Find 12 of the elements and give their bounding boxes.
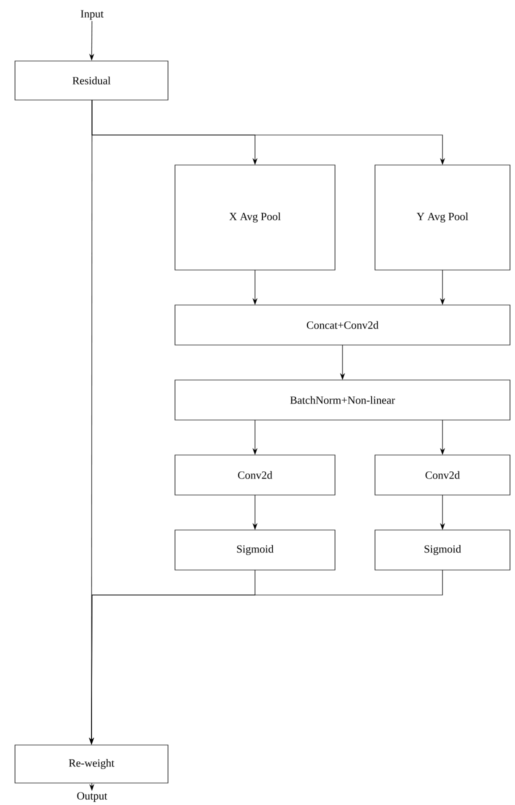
process-box: X Avg Pool [174,164,336,270]
process-box: Sigmoid [374,530,510,570]
process-box: Conv2d [374,454,510,496]
process-box: Concat+Conv2d [174,304,510,346]
process-box: Residual [14,60,168,100]
process-box: Re-weight [14,744,168,784]
process-box: Sigmoid [174,530,336,570]
text-label: Output [77,792,108,802]
process-box: BatchNorm+Non-linear [174,380,510,420]
process-box: Y Avg Pool [374,164,510,270]
process-box: Conv2d [174,454,336,496]
text-label: Input [80,10,104,20]
